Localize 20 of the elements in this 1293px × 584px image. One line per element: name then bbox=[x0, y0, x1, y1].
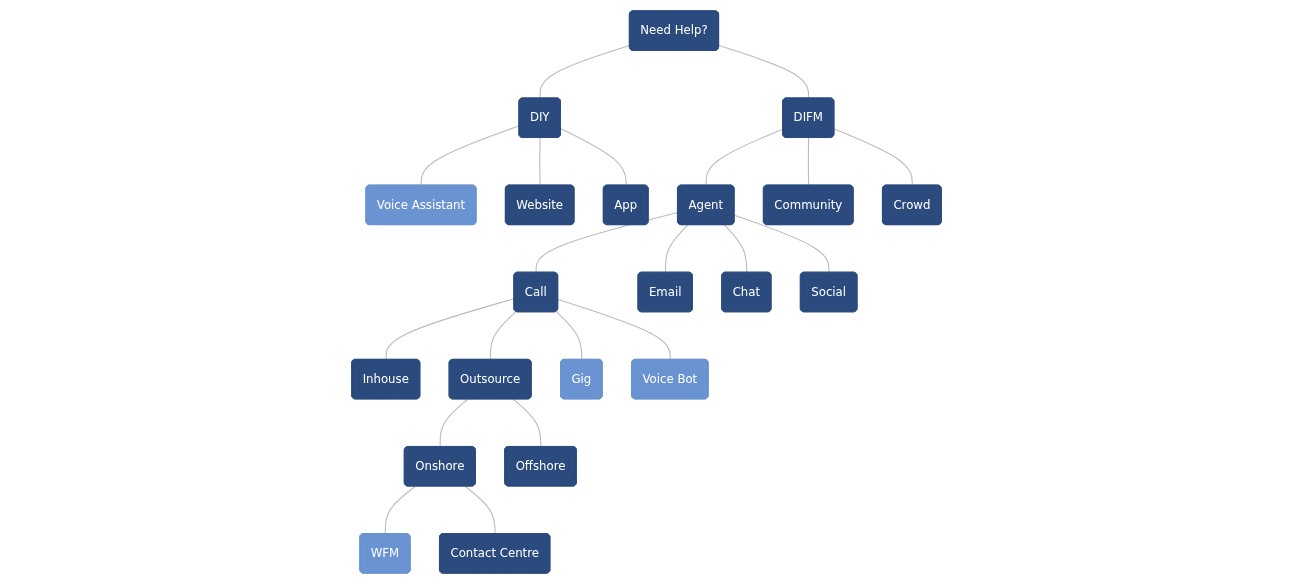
connector bbox=[733, 214, 830, 274]
connector bbox=[724, 224, 748, 274]
connector bbox=[489, 311, 517, 361]
connector bbox=[557, 298, 671, 361]
connector bbox=[560, 128, 627, 186]
connector bbox=[555, 311, 583, 361]
connector bbox=[833, 128, 913, 186]
connector bbox=[535, 211, 679, 274]
connector bbox=[385, 298, 515, 361]
connector bbox=[664, 224, 689, 274]
connector bbox=[539, 137, 541, 186]
connector bbox=[384, 485, 416, 535]
connector bbox=[464, 485, 496, 535]
connector bbox=[807, 137, 810, 186]
connector bbox=[539, 44, 631, 99]
connector bbox=[718, 44, 810, 99]
connector bbox=[512, 398, 542, 448]
connector bbox=[705, 128, 784, 186]
connector bbox=[420, 125, 520, 186]
connector bbox=[439, 398, 469, 448]
